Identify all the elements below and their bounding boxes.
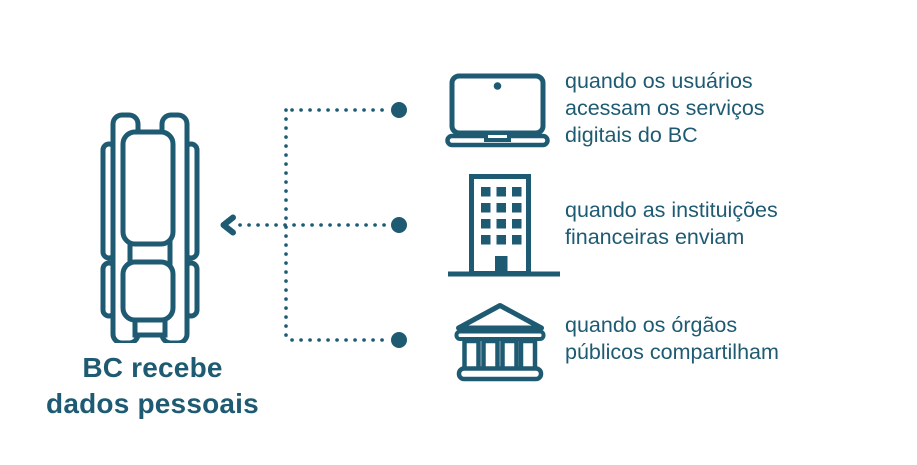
- source-text-line: digitais do BC: [565, 123, 698, 147]
- bank-icon: [454, 303, 546, 382]
- source-text-line: quando as instituições: [565, 198, 778, 222]
- connector-dot-bottom: [391, 332, 407, 348]
- source-text-line: acessam os serviços: [565, 96, 765, 120]
- connector-dot-top: [391, 102, 407, 118]
- source-text-line: públicos compartilham: [565, 340, 779, 364]
- bc-title: BC recebe dados pessoais: [25, 350, 280, 422]
- left-arrow-icon: [220, 214, 236, 236]
- connector-dot-middle: [391, 217, 407, 233]
- source-text-digital-services: quando os usuários acessam os serviços d…: [565, 68, 765, 149]
- source-text-public-agencies: quando os órgãos públicos compartilham: [565, 312, 779, 366]
- source-text-line: financeiras enviam: [565, 225, 745, 249]
- source-text-line: quando os usuários: [565, 69, 753, 93]
- laptop-icon: [445, 73, 550, 148]
- source-text-financial-institutions: quando as instituições financeiras envia…: [565, 197, 778, 251]
- bc-building-icon: [100, 112, 200, 343]
- office-building-icon: [448, 174, 560, 277]
- bc-title-line1: BC recebe: [82, 352, 223, 383]
- source-text-line: quando os órgãos: [565, 313, 738, 337]
- bc-title-line2: dados pessoais: [46, 388, 259, 419]
